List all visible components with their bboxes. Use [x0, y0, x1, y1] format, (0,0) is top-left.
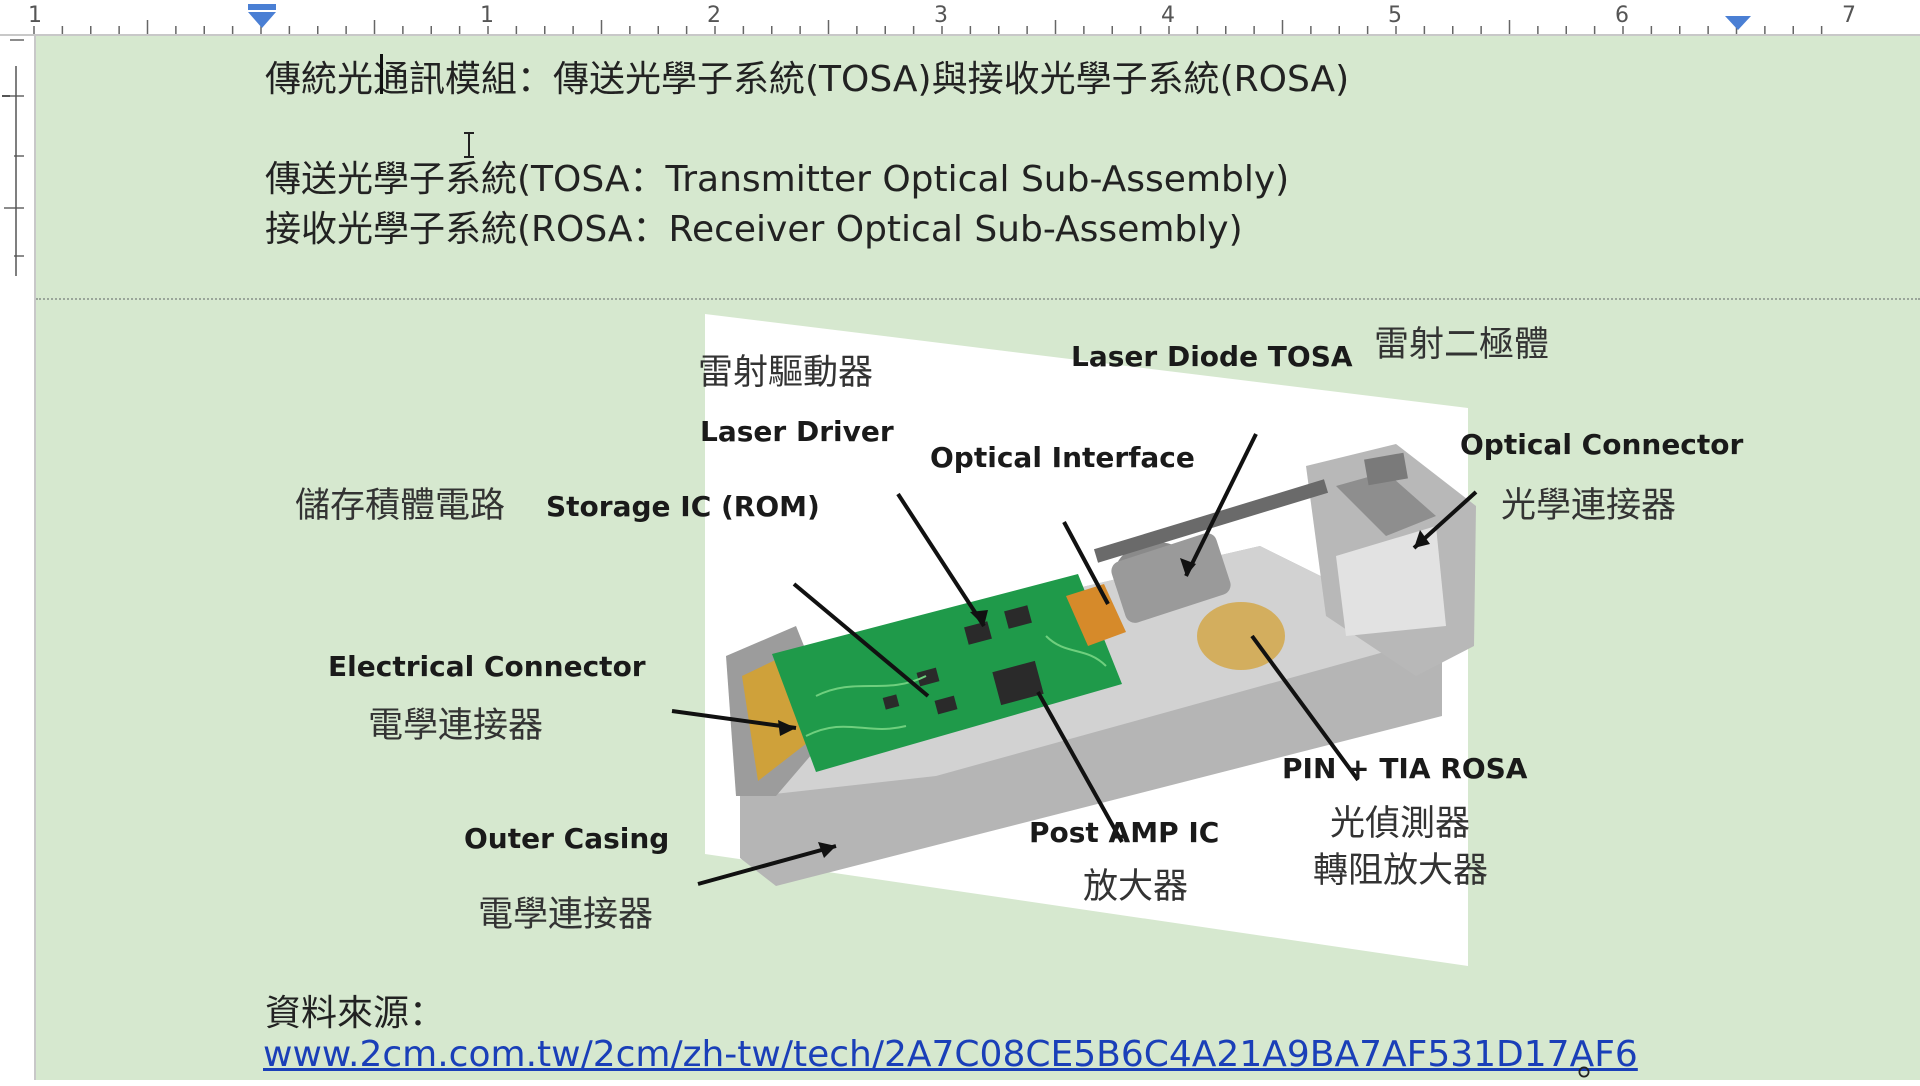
- optical-connector-en-label: Optical Connector: [1460, 428, 1744, 461]
- pin-tia-arrow: [1250, 634, 1360, 782]
- outer-casing-en-label: Outer Casing: [464, 822, 669, 855]
- pin-tia-zh-label-2: 轉阻放大器: [1313, 851, 1488, 891]
- source-period: 。: [1577, 1043, 1614, 1084]
- laser-driver-en-label: Laser Driver: [700, 415, 894, 448]
- laser-driver-zh-label: 雷射驅動器: [698, 353, 873, 393]
- ibeam-cursor-icon: [464, 132, 474, 158]
- heading-line[interactable]: 傳統光通訊模組：傳送光學子系統(TOSA)與接收光學子系統(ROSA): [265, 59, 1350, 100]
- optical-connector-housing: [1306, 444, 1476, 676]
- figure-image-background: [705, 314, 1468, 966]
- electrical-connector-zh-label: 電學連接器: [368, 706, 543, 746]
- optical-interface-arrow: [1062, 521, 1110, 605]
- laser-diode-en-label: Laser Diode TOSA: [1071, 340, 1353, 373]
- post-amp-en-label: Post AMP IC: [1029, 816, 1219, 849]
- laser-diode-arrow: [1184, 433, 1258, 577]
- optical-connector-zh-label: 光學連接器: [1501, 486, 1676, 526]
- ruler-number: 6: [1615, 3, 1629, 28]
- ruler-number: 2: [707, 3, 721, 28]
- pcb-board: [772, 574, 1122, 772]
- post-amp-zh-label: 放大器: [1083, 867, 1188, 907]
- laser-diode-zh-label: 雷射二極體: [1374, 325, 1549, 365]
- source-label: 資料來源：: [265, 993, 446, 1034]
- module-photo: [726, 444, 1476, 886]
- page-divider: [36, 298, 1920, 300]
- ruler-number: 7: [1842, 3, 1856, 28]
- document-page[interactable]: 傳統光通訊模組：傳送光學子系統(TOSA)與接收光學子系統(ROSA) 傳送光學…: [36, 36, 1920, 1084]
- ruler-number: 4: [1161, 3, 1175, 28]
- outer-casing-zh-label: 電學連接器: [478, 895, 653, 935]
- pin-tia-zh-label-1: 光偵測器: [1330, 804, 1470, 844]
- tosa-barrel: [1114, 542, 1198, 610]
- source-link[interactable]: www.2cm.com.tw/2cm/zh-tw/tech/2A7C08CE5B…: [263, 1034, 1638, 1075]
- ruler-number: 1: [28, 3, 42, 28]
- vertical-ruler[interactable]: [0, 36, 36, 1080]
- electrical-connector-arrow: [671, 709, 797, 730]
- rosa-definition-line[interactable]: 接收光學子系統(ROSA：Receiver Optical Sub-Assemb…: [265, 209, 1243, 250]
- storage-ic-zh-label: 儲存積體電路: [295, 486, 505, 526]
- ruler-number: 3: [934, 3, 948, 28]
- flex-cable: [1066, 584, 1126, 646]
- optical-interface-label: Optical Interface: [930, 441, 1195, 474]
- electrical-connector-en-label: Electrical Connector: [328, 650, 646, 683]
- rosa-lens: [1197, 602, 1285, 670]
- horizontal-ruler[interactable]: 1 1 2 3 4 5 6 7: [0, 0, 1920, 36]
- ruler-number: 1: [480, 3, 494, 28]
- text-caret: [380, 54, 383, 94]
- optical-connector-arrow: [1412, 490, 1478, 550]
- leader-lines: [671, 433, 1478, 886]
- ruler-number: 5: [1388, 3, 1402, 28]
- storage-ic-en-label: Storage IC (ROM): [546, 490, 820, 523]
- storage-ic-arrow: [792, 582, 930, 698]
- pin-tia-en-label: PIN + TIA ROSA: [1282, 752, 1528, 785]
- first-line-indent-marker[interactable]: [248, 4, 276, 28]
- right-indent-marker[interactable]: [1725, 16, 1751, 30]
- outer-casing-arrow: [697, 844, 837, 886]
- post-amp-arrow: [1036, 691, 1124, 843]
- laser-driver-arrow: [896, 492, 986, 628]
- tosa-definition-line[interactable]: 傳送光學子系統(TOSA：Transmitter Optical Sub-Ass…: [265, 159, 1290, 200]
